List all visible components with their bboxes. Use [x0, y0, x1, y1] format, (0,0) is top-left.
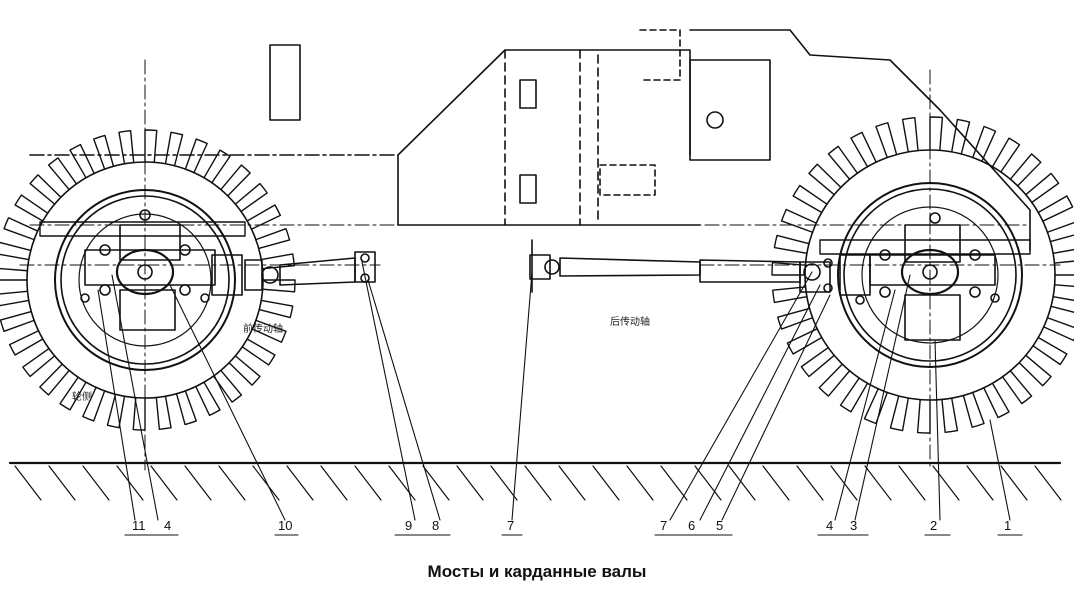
callout-7-right: 7	[660, 518, 667, 533]
axle-drawing: 前传动轴 后传动轴 轮侧 11 4 10 9 8 7 7 6 5 4 3 2 1	[0, 29, 1074, 536]
rear-drive-shaft	[529, 239, 833, 293]
callout-1: 1	[1004, 518, 1011, 533]
front-drive-shaft	[244, 251, 376, 291]
callout-4-rear: 4	[826, 518, 833, 533]
tire-tread	[0, 116, 1074, 434]
figure-caption: Мосты и карданные валы	[427, 562, 647, 581]
callout-7-center: 7	[507, 518, 514, 533]
callout-10: 10	[278, 518, 292, 533]
callout-11: 11	[132, 518, 146, 533]
rear-axle-hub	[819, 212, 1031, 341]
callout-6: 6	[688, 518, 695, 533]
callout-4-front: 4	[164, 518, 171, 533]
callout-5: 5	[716, 518, 723, 533]
callout-2: 2	[930, 518, 937, 533]
leader-lines	[97, 261, 1023, 536]
ground	[8, 461, 1062, 501]
callout-9: 9	[405, 518, 412, 533]
callout-8: 8	[432, 518, 439, 533]
rear-shaft-label: 后传动轴	[610, 315, 650, 328]
tractor-frame	[29, 29, 1031, 251]
wheel-side-label: 轮侧	[72, 390, 92, 403]
callout-3: 3	[850, 518, 857, 533]
front-wheel	[19, 59, 381, 471]
front-shaft-label: 前传动轴	[243, 322, 283, 335]
front-axle-hub	[39, 209, 246, 331]
